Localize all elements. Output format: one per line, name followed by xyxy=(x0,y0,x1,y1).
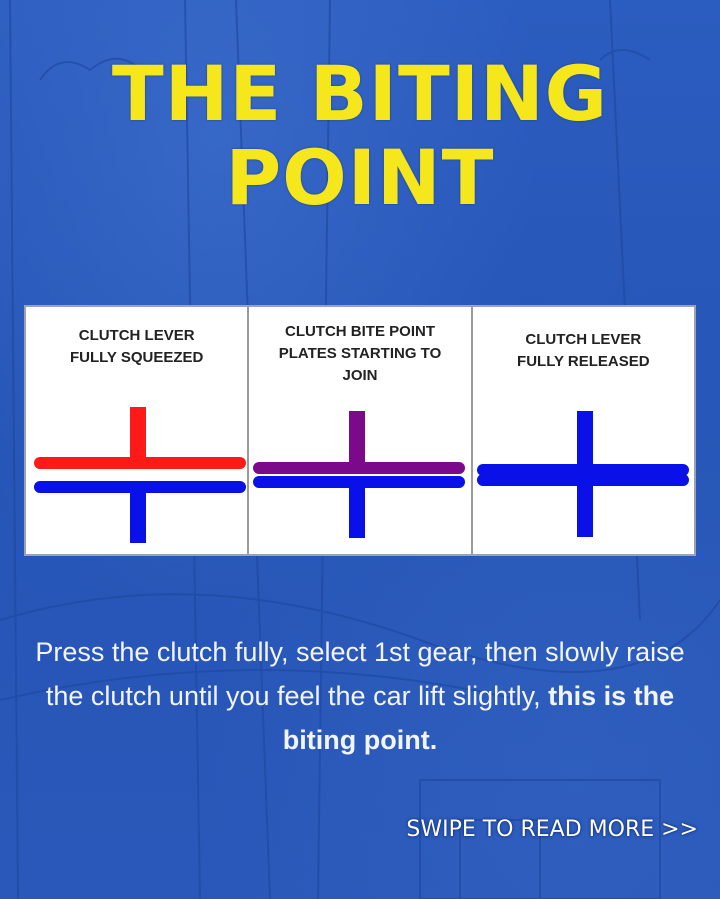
panel-bite-point: CLUTCH BITE POINT PLATES STARTING TO JOI… xyxy=(249,307,473,554)
clutch-diagram: CLUTCH LEVER FULLY SQUEEZED CLUTCH BITE … xyxy=(24,305,696,556)
upper-plate-stem xyxy=(130,407,146,463)
lower-plate-stem xyxy=(576,477,593,537)
panel-label: CLUTCH BITE POINT PLATES STARTING TO JOI… xyxy=(278,323,442,384)
instruction-caption: Press the clutch fully, select 1st gear,… xyxy=(20,630,700,762)
panel-label: CLUTCH LEVER FULLY SQUEEZED xyxy=(69,327,204,366)
title-line-2: POINT xyxy=(225,133,495,222)
caption-emphasis: this is the biting point. xyxy=(282,681,675,755)
page-title: THE BITING POINT xyxy=(0,52,720,220)
lower-plate-stem xyxy=(130,487,146,543)
lower-plate-stem xyxy=(349,482,366,538)
panel-label: CLUTCH LEVER FULLY RELEASED xyxy=(517,331,650,370)
panel-fully-squeezed: CLUTCH LEVER FULLY SQUEEZED xyxy=(26,307,250,554)
upper-plate xyxy=(476,464,689,476)
panel-fully-released: CLUTCH LEVER FULLY RELEASED xyxy=(473,307,694,554)
upper-plate-stem xyxy=(576,411,593,471)
caption-text: Press the clutch fully, select 1st gear,… xyxy=(35,637,685,711)
swipe-to-read-more-link[interactable]: SWIPE TO READ MORE >> xyxy=(406,817,698,842)
upper-plate-stem xyxy=(349,411,366,467)
title-line-1: THE BITING xyxy=(111,49,609,138)
upper-plate xyxy=(253,462,466,474)
upper-plate xyxy=(34,457,246,469)
